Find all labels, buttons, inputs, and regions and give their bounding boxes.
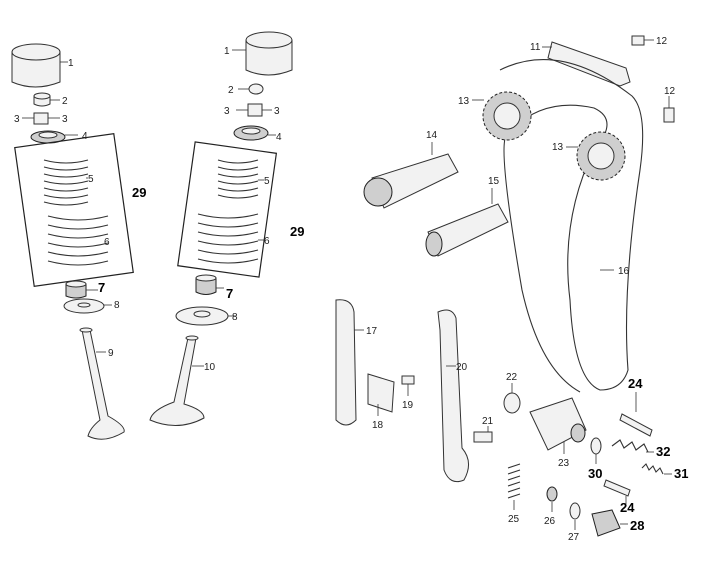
shim-left bbox=[33, 92, 60, 107]
callout-32: 32 bbox=[656, 444, 670, 459]
callout-22: 22 bbox=[506, 372, 518, 383]
spring-seat-center bbox=[175, 306, 236, 326]
callout-14: 14 bbox=[426, 130, 438, 141]
camshaft-exhaust bbox=[425, 188, 509, 257]
callout-15: 15 bbox=[488, 176, 500, 187]
callout-5-center: 5 bbox=[264, 176, 270, 187]
o-ring-tensioner bbox=[503, 383, 521, 414]
cam-sprocket-left bbox=[472, 91, 532, 141]
tappet-left bbox=[11, 43, 68, 88]
callout-1-left: 1 bbox=[68, 58, 74, 69]
callout-12-top: 12 bbox=[656, 36, 668, 47]
callout-9: 9 bbox=[108, 348, 114, 359]
callout-13-left: 13 bbox=[458, 96, 470, 107]
callout-20: 20 bbox=[456, 362, 468, 373]
guide-plate bbox=[367, 373, 395, 416]
cam-drive-assembly bbox=[335, 35, 675, 537]
callout-11: 11 bbox=[530, 42, 541, 53]
inner-spring-left bbox=[43, 159, 89, 206]
valve-spring-box-left bbox=[14, 133, 134, 287]
callout-3-left-a: 3 bbox=[14, 114, 20, 125]
callout-8-left: 8 bbox=[114, 300, 120, 311]
valve-seal-center bbox=[195, 274, 224, 295]
callout-30: 30 bbox=[588, 466, 602, 481]
callout-4-left: 4 bbox=[82, 131, 88, 142]
callout-25: 25 bbox=[508, 514, 520, 525]
tappet-center bbox=[232, 31, 293, 76]
bolt-upper bbox=[631, 35, 654, 46]
retainer-center bbox=[233, 125, 276, 141]
callout-19: 19 bbox=[402, 400, 414, 411]
timing-chain bbox=[499, 59, 644, 393]
pivot-bolt bbox=[473, 426, 493, 443]
chain-guide-left bbox=[335, 299, 364, 426]
guide-bolt bbox=[401, 375, 415, 396]
callout-16: 16 bbox=[618, 266, 630, 277]
plunger-spring bbox=[507, 463, 521, 510]
valve-seal-left bbox=[65, 280, 98, 299]
chain-guide-upper bbox=[542, 41, 631, 87]
spring-seat-left bbox=[63, 298, 112, 314]
callout-23: 23 bbox=[558, 458, 570, 469]
left-valve-assembly bbox=[11, 43, 134, 440]
callout-1-center: 1 bbox=[224, 46, 230, 57]
callout-3-center-a: 3 bbox=[224, 106, 230, 117]
valve-center bbox=[149, 335, 205, 426]
callout-13-right: 13 bbox=[552, 142, 564, 153]
callout-7-left: 7 bbox=[98, 280, 105, 295]
callout-18: 18 bbox=[372, 420, 384, 431]
callout-3-center-b: 3 bbox=[274, 106, 280, 117]
callout-24-upper: 24 bbox=[628, 376, 643, 391]
callout-27: 27 bbox=[568, 532, 580, 543]
callout-labels: 1 2 3 3 4 5 6 29 7 8 9 1 2 3 3 4 5 6 29 … bbox=[14, 36, 688, 543]
callout-21: 21 bbox=[482, 416, 494, 427]
center-valve-assembly bbox=[149, 31, 293, 426]
tensioner-bolt-upper bbox=[619, 392, 653, 437]
callout-29-center: 29 bbox=[290, 224, 304, 239]
callout-10: 10 bbox=[204, 362, 216, 373]
callout-24-lower: 24 bbox=[620, 500, 635, 515]
callout-8-center: 8 bbox=[232, 312, 238, 323]
tensioner-bolt-lower bbox=[603, 479, 631, 504]
small-spring bbox=[641, 463, 672, 475]
tensioner-arm bbox=[437, 309, 469, 483]
cam-sprocket-right bbox=[566, 131, 626, 181]
callout-6-center: 6 bbox=[264, 236, 270, 247]
keeper-left bbox=[22, 112, 60, 125]
washer bbox=[546, 486, 558, 512]
o-ring-body bbox=[590, 437, 602, 464]
callout-31: 31 bbox=[674, 466, 688, 481]
o-ring-plug bbox=[569, 502, 581, 530]
callout-2-left: 2 bbox=[62, 96, 68, 107]
callout-7-center: 7 bbox=[226, 286, 233, 301]
callout-5-left: 5 bbox=[88, 174, 94, 185]
callout-12-right: 12 bbox=[664, 86, 676, 97]
bolt-right bbox=[663, 96, 675, 123]
retainer-left bbox=[30, 130, 78, 144]
tensioner-spring bbox=[611, 439, 654, 453]
callout-28: 28 bbox=[630, 518, 644, 533]
outer-spring-left bbox=[47, 215, 109, 266]
callout-26: 26 bbox=[544, 516, 556, 527]
valve-left bbox=[79, 327, 125, 440]
callout-29-left: 29 bbox=[132, 185, 146, 200]
callout-2-center: 2 bbox=[228, 85, 234, 96]
drain-plug bbox=[591, 509, 628, 537]
keeper-center bbox=[236, 103, 272, 117]
callout-3-left-b: 3 bbox=[62, 114, 68, 125]
callout-17: 17 bbox=[366, 326, 378, 337]
inner-spring-center bbox=[217, 159, 264, 199]
camshaft-intake bbox=[363, 142, 459, 209]
callout-4-center: 4 bbox=[276, 132, 282, 143]
valve-spring-box-center bbox=[177, 141, 278, 278]
outer-spring-center bbox=[197, 213, 264, 264]
shim-center bbox=[238, 83, 264, 95]
tensioner-body bbox=[529, 397, 587, 454]
callout-6-left: 6 bbox=[104, 237, 110, 248]
